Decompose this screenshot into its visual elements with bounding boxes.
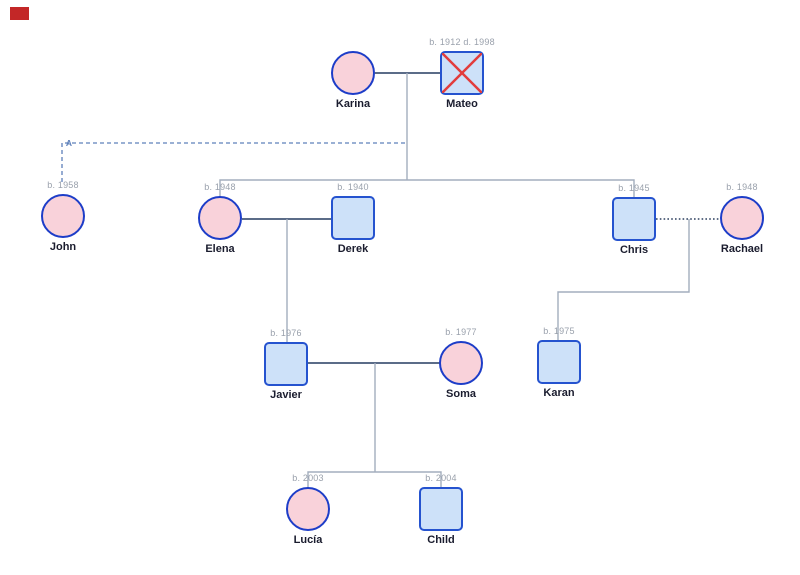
birth-death-label: b. 1940: [337, 182, 369, 192]
birth-death-label: b. 1948: [726, 182, 758, 192]
female-shape[interactable]: [286, 487, 330, 531]
deceased-cross-icon: [442, 53, 482, 93]
female-shape[interactable]: [198, 196, 242, 240]
red-marker: [10, 7, 29, 20]
male-shape[interactable]: [612, 197, 656, 241]
birth-death-label: b. 1977: [445, 327, 477, 337]
birth-death-label: b. 1958: [47, 180, 79, 190]
link-sibling-bar-gen2: [219, 179, 635, 198]
female-shape[interactable]: [41, 194, 85, 238]
birth-death-label: b. 1975: [543, 326, 575, 336]
male-shape[interactable]: [537, 340, 581, 384]
birth-death-label: b. 1948: [204, 182, 236, 192]
male-shape[interactable]: [440, 51, 484, 95]
female-shape[interactable]: [439, 341, 483, 385]
person-name-label: Child: [427, 534, 455, 546]
link-adoption-john: [61, 142, 407, 182]
person-node-karina: Karina: [308, 36, 398, 111]
person-name-label: Chris: [619, 244, 649, 256]
person-name-label: Rachael: [720, 243, 764, 255]
male-shape[interactable]: [331, 196, 375, 240]
female-shape[interactable]: [720, 196, 764, 240]
person-name-label: Javier: [270, 389, 302, 401]
birth-death-label: b. 2004: [425, 473, 457, 483]
birth-death-label: b. 1976: [270, 328, 302, 338]
person-name-label: Derek: [337, 243, 369, 255]
person-name-label: Soma: [446, 388, 476, 400]
person-name-label: Karan: [543, 387, 575, 399]
birth-death-label: b. 1912 d. 1998: [429, 37, 495, 47]
person-name-label: Elena: [205, 243, 235, 255]
birth-death-label: b. 2003: [292, 473, 324, 483]
person-name-label: Karina: [335, 98, 371, 110]
male-shape[interactable]: [264, 342, 308, 386]
person-name-label: Mateo: [446, 98, 478, 110]
person-name-label: Lucía: [293, 534, 323, 546]
female-shape[interactable]: [331, 51, 375, 95]
birth-death-label: b. 1945: [618, 183, 650, 193]
person-name-label: John: [49, 241, 77, 253]
link-descent-chris-rachael-karan: [557, 219, 690, 341]
male-shape[interactable]: [419, 487, 463, 531]
link-sibling-bar-gen4: [307, 471, 442, 488]
adoption-arrow-icon: A: [66, 138, 72, 148]
